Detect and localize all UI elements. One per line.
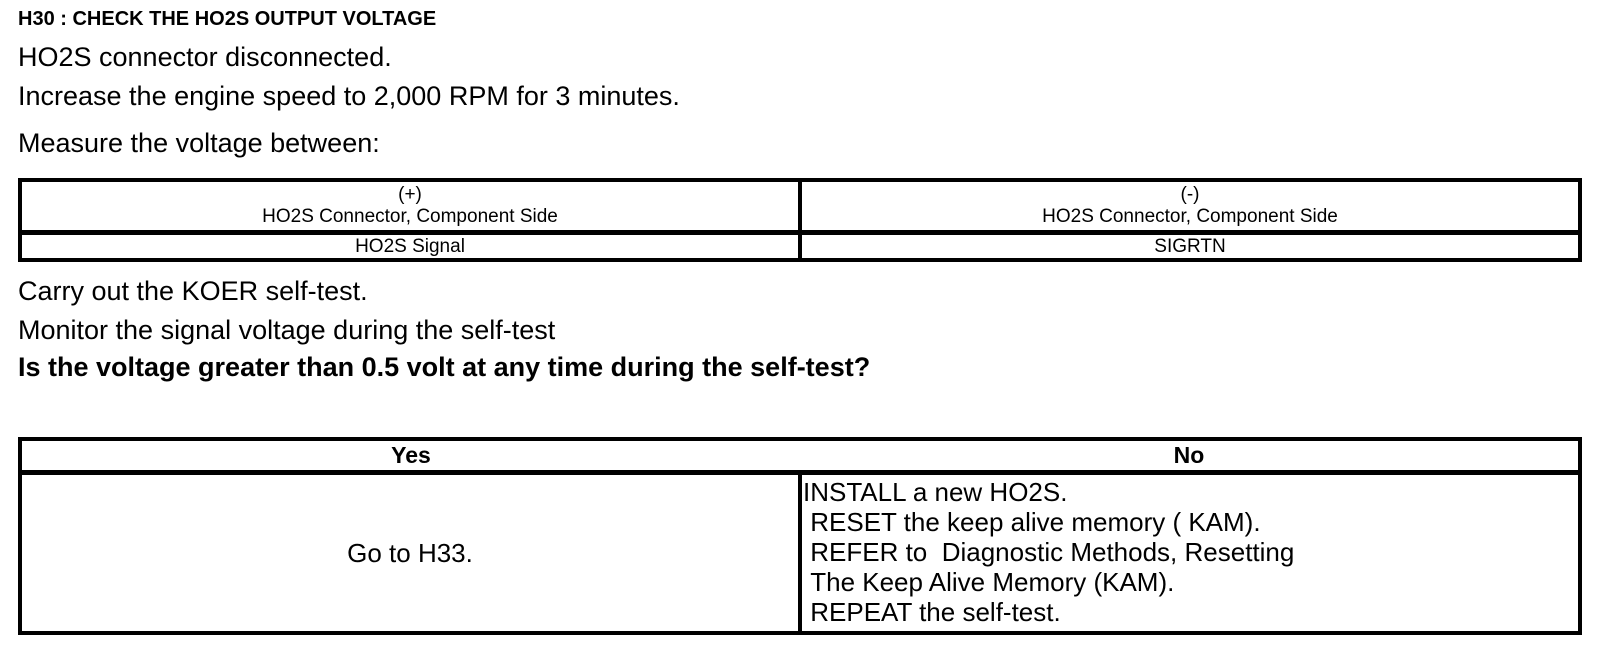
measurement-table-value-row: HO2S Signal SIGRTN [22, 233, 1578, 258]
decision-table: Yes No Go to H33. INSTALL a new HO2S. RE… [18, 437, 1582, 635]
polarity-negative-sign: (-) [1180, 184, 1200, 205]
decision-table-header-row: Yes No [22, 441, 1578, 473]
no-actions-cell: INSTALL a new HO2S. RESET the keep alive… [800, 473, 1578, 631]
measurement-negative-header-cell: (-) HO2S Connector, Component Side [800, 182, 1578, 233]
yes-column-header: Yes [22, 441, 800, 473]
decision-table-body-row: Go to H33. INSTALL a new HO2S. RESET the… [22, 473, 1578, 631]
no-action-line-4: The Keep Alive Memory (KAM). [803, 567, 1175, 597]
instruction-line-2: Increase the engine speed to 2,000 RPM f… [18, 81, 680, 111]
post-instruction-line-2: Monitor the signal voltage during the se… [18, 315, 556, 345]
instruction-line-3: Measure the voltage between: [18, 128, 380, 158]
measurement-table: (+) HO2S Connector, Component Side (-) H… [18, 178, 1582, 262]
no-action-line-2: RESET the keep alive memory ( KAM). [803, 507, 1261, 537]
instruction-line-1: HO2S connector disconnected. [18, 42, 392, 72]
positive-connector-label: HO2S Connector, Component Side [262, 206, 558, 227]
no-action-line-5: REPEAT the self-test. [803, 597, 1061, 627]
step-heading: H30 : CHECK THE HO2S OUTPUT VOLTAGE [18, 8, 437, 30]
no-column-header: No [800, 441, 1578, 473]
no-action-line-3: REFER to Diagnostic Methods, Resetting [803, 537, 1295, 567]
negative-measure-point: SIGRTN [800, 233, 1578, 258]
measurement-positive-header-cell: (+) HO2S Connector, Component Side [22, 182, 800, 233]
positive-measure-point: HO2S Signal [22, 233, 800, 258]
negative-connector-label: HO2S Connector, Component Side [1042, 206, 1338, 227]
polarity-positive-sign: (+) [398, 184, 422, 205]
decision-question: Is the voltage greater than 0.5 volt at … [18, 352, 871, 382]
measurement-table-header-row: (+) HO2S Connector, Component Side (-) H… [22, 182, 1578, 233]
no-action-line-1: INSTALL a new HO2S. [803, 477, 1068, 507]
post-instruction-line-1: Carry out the KOER self-test. [18, 276, 368, 306]
yes-action-cell: Go to H33. [22, 473, 800, 631]
